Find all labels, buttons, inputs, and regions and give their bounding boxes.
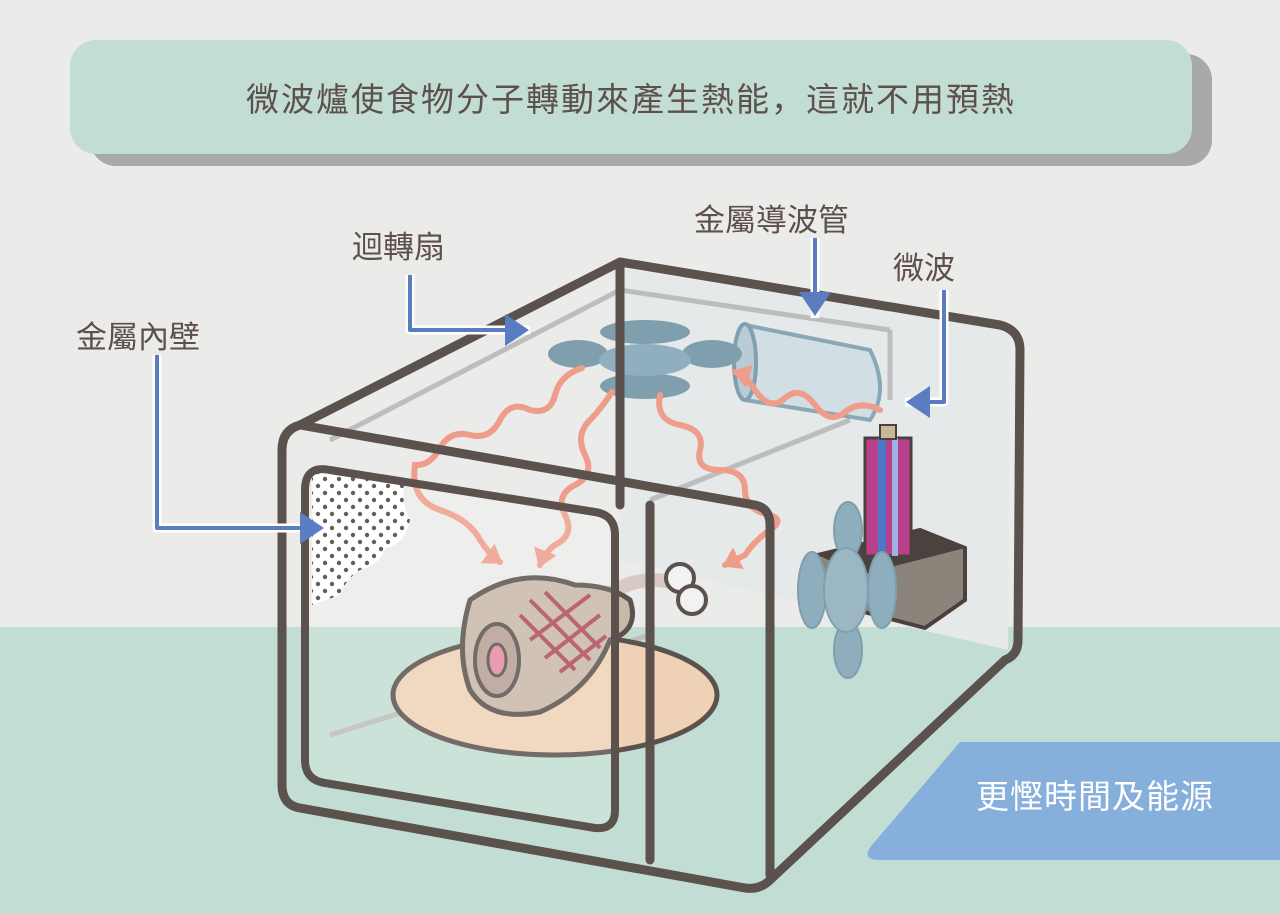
label-metal-waveguide: 金屬導波管 xyxy=(694,203,849,239)
title-box: 微波爐使食物分子轉動來產生熱能，這就不用預熱 xyxy=(70,40,1192,154)
microwave-waves xyxy=(411,364,883,570)
arrow-microwave xyxy=(906,290,946,418)
badge-text: 更慳時間及能源 xyxy=(976,777,1214,816)
label-fan: 迴轉扇 xyxy=(352,230,445,266)
diagram-title: 微波爐使食物分子轉動來產生熱能，這就不用預熱 xyxy=(246,80,1016,119)
door-window xyxy=(301,465,619,833)
oven-outline xyxy=(277,257,1025,893)
arrow-metal-inner-wall xyxy=(155,355,324,544)
meat-icon xyxy=(460,562,708,717)
label-microwave: 微波 xyxy=(893,251,955,287)
label-metal-inner-wall: 金屬內壁 xyxy=(76,320,200,356)
arrow-fan xyxy=(408,275,529,346)
cooling-fan-icon xyxy=(797,501,897,679)
badge-shape xyxy=(867,742,1280,860)
